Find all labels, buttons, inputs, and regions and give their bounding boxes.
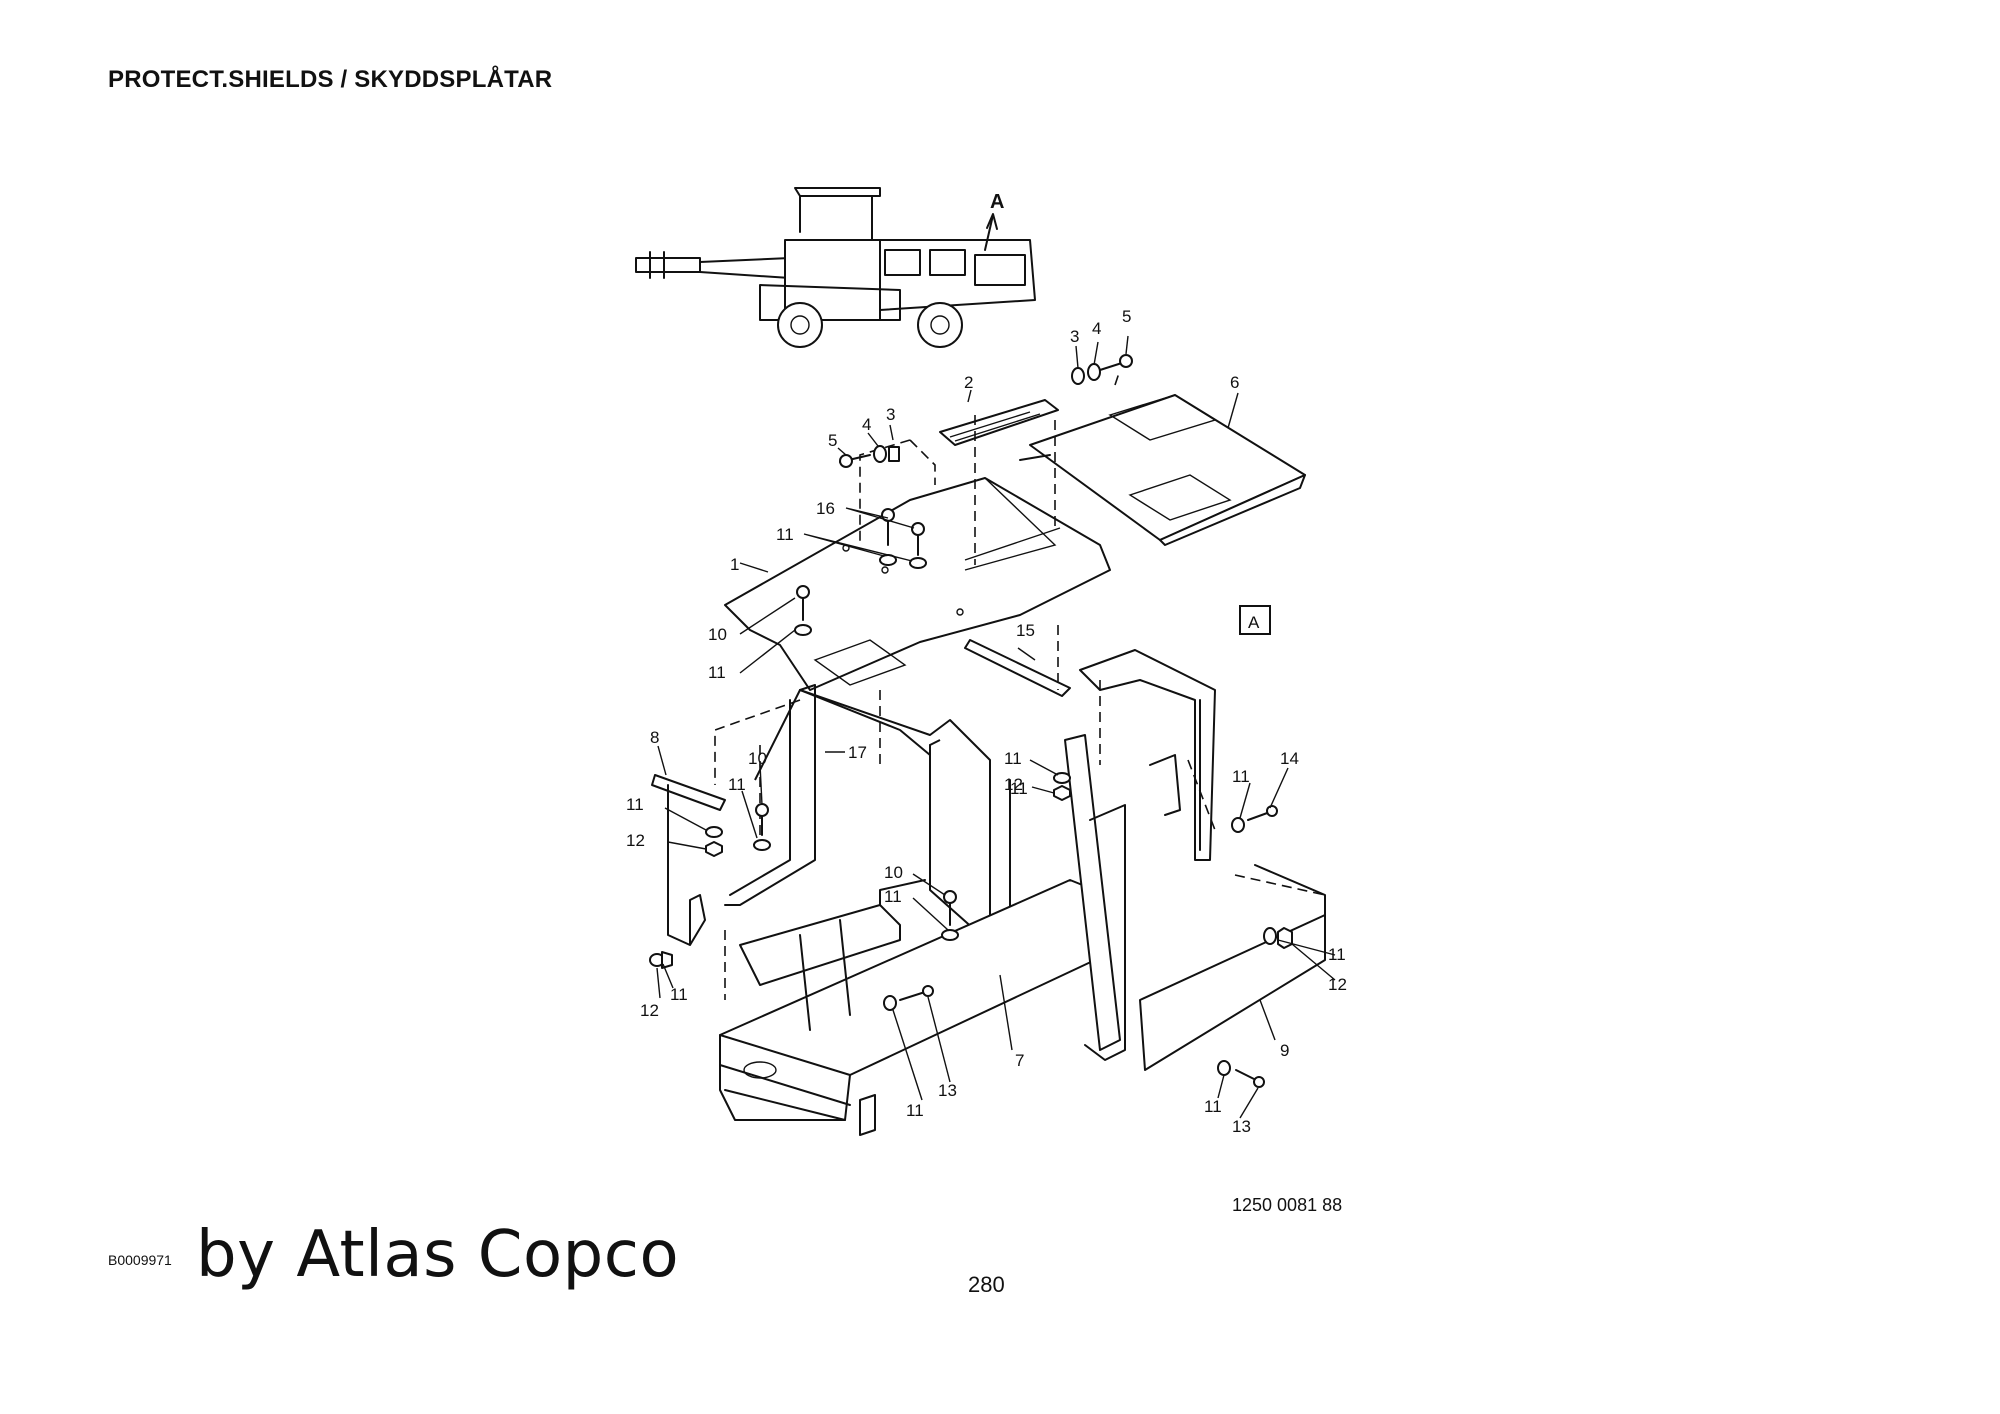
callout-11: 11 [1328, 945, 1346, 964]
inset-detail-label: A [990, 191, 1004, 213]
page-number: 280 [968, 1272, 1005, 1297]
leader-lines [656, 335, 1336, 1119]
callout-3: 3 [886, 405, 895, 424]
callout-14: 14 [1280, 749, 1299, 768]
callout-11: 11 [1004, 749, 1022, 768]
callout-7: 7 [1015, 1051, 1024, 1070]
plate-9 [1139, 864, 1326, 1071]
callout-4: 4 [862, 415, 871, 434]
side-column [1064, 649, 1216, 1061]
fasteners [649, 354, 1293, 1088]
callout-11: 11 [708, 663, 726, 682]
callout-12: 12 [640, 1001, 659, 1020]
callout-12: 12 [1328, 975, 1347, 994]
callout-numbers: 1 2 3 3 4 4 5 5 6 7 8 9 10 10 10 11 11 1… [626, 307, 1347, 1136]
page-title: PROTECT.SHIELDS / SKYDDSPLÅTAR [108, 66, 553, 93]
callout-11: 11 [626, 795, 644, 814]
callout-11: 11 [1010, 779, 1028, 798]
callout-16: 16 [816, 499, 835, 518]
callout-13: 13 [938, 1081, 957, 1100]
detail-a-box-label: A [1248, 613, 1260, 632]
callout-6: 6 [1230, 373, 1239, 392]
chassis-carrier [719, 879, 1096, 1136]
shield-plate-6 [1019, 394, 1306, 546]
callout-5: 5 [828, 431, 837, 450]
callout-12: 12 [626, 831, 645, 850]
drill-rig-overview [635, 187, 1036, 348]
strip-15 [964, 639, 1071, 697]
brand-credit: by Atlas Copco [196, 1218, 680, 1292]
callout-11: 11 [670, 985, 688, 1004]
callout-10: 10 [748, 749, 767, 768]
document-id: B0009971 [108, 1252, 172, 1268]
callout-11: 11 [1204, 1097, 1222, 1116]
callout-3: 3 [1070, 327, 1079, 346]
callout-15: 15 [1016, 621, 1035, 640]
callout-11: 11 [884, 887, 902, 906]
callout-8: 8 [650, 728, 659, 747]
callout-11: 11 [776, 525, 794, 544]
callout-11: 11 [906, 1101, 924, 1120]
callout-10: 10 [708, 625, 727, 644]
callout-5: 5 [1122, 307, 1131, 326]
callout-2: 2 [964, 373, 973, 392]
callout-4: 4 [1092, 319, 1101, 338]
callout-12: 12 [1004, 775, 1023, 794]
callout-9: 9 [1280, 1041, 1289, 1060]
callout-17: 17 [848, 743, 867, 762]
guard-8 [651, 774, 726, 946]
callout-11: 11 [1232, 767, 1250, 786]
detail-a-box [1239, 605, 1271, 635]
callout-13: 13 [1232, 1117, 1251, 1136]
callout-11: 11 [728, 775, 746, 794]
top-plate-1 [724, 477, 1111, 691]
drawing-number: 1250 0081 88 [1232, 1195, 1343, 1215]
assembly-lines [714, 369, 1216, 1000]
cover-plate-2 [939, 399, 1059, 446]
callout-1: 1 [730, 555, 739, 574]
callout-10: 10 [884, 863, 903, 882]
